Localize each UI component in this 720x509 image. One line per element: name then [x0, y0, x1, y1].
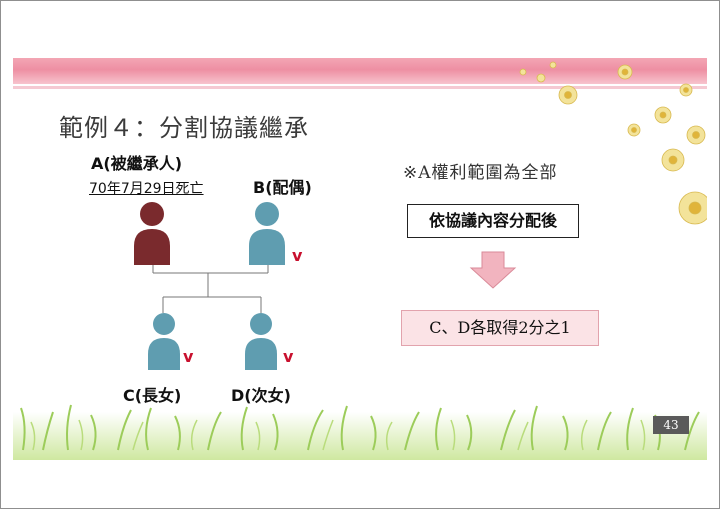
- person-d-check-mark: v: [283, 347, 294, 366]
- grass-decoration: [13, 404, 707, 460]
- person-c-check-mark: v: [183, 347, 194, 366]
- person-b-check-mark: v: [292, 246, 303, 265]
- result-box: C、D各取得2分之1: [401, 310, 599, 346]
- scope-note: ※A權利範圍為全部: [403, 163, 558, 183]
- person-b-label: B(配偶): [253, 178, 312, 197]
- slide-title: 範例４：分割協議繼承: [59, 114, 309, 142]
- person-c-icon: [148, 313, 180, 370]
- person-c-label: C(長女): [123, 386, 182, 405]
- family-tree: [134, 202, 285, 370]
- agreement-step-box: 依協議內容分配後: [407, 204, 579, 238]
- flowers-decoration: [519, 61, 707, 225]
- pink-banner: [13, 58, 707, 84]
- person-a-death-date: 70年7月29日死亡: [89, 181, 204, 197]
- tree-lines: [152, 265, 269, 313]
- person-a-icon: [134, 202, 170, 265]
- down-arrow-icon: [469, 251, 517, 289]
- banner-underline: [13, 86, 707, 89]
- page-number: 43: [653, 416, 689, 434]
- person-d-icon: [245, 313, 277, 370]
- person-d-label: D(次女): [231, 386, 291, 405]
- person-a-label: A(被繼承人): [91, 154, 183, 173]
- slide: 範例４：分割協議繼承 A(被繼承人) 70年7月29日死亡 B(配偶): [13, 20, 707, 460]
- person-b-icon: [249, 202, 285, 265]
